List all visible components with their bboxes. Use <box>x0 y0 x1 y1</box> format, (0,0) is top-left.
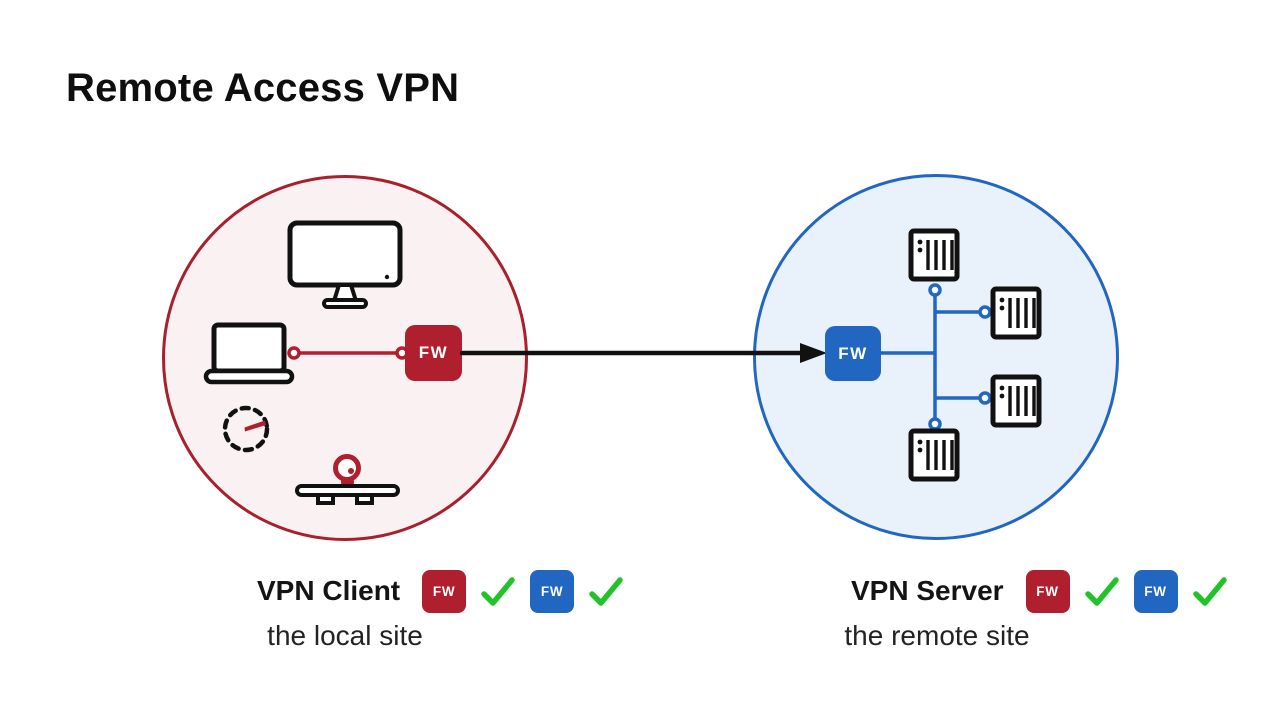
firewall-label: FW <box>1036 583 1059 599</box>
vpn-tunnel-arrow <box>460 343 827 363</box>
client-firewall-box: FW <box>405 325 462 381</box>
gauge-icon <box>222 405 270 453</box>
checkmark-icon <box>481 577 515 606</box>
fw-red-badge: FW <box>1025 569 1070 613</box>
server-network-bus <box>880 283 992 431</box>
checkmark-icon <box>1192 577 1227 606</box>
monitor-icon <box>287 220 403 309</box>
page-title: Remote Access VPN <box>66 66 460 110</box>
checkmark-icon <box>1084 577 1119 606</box>
fw-blue-badge: FW <box>530 569 575 613</box>
firewall-label: FW <box>838 343 868 363</box>
client-site-subtitle: the local site <box>267 620 423 651</box>
client-site-label-row: VPN Client FW FW <box>257 568 624 614</box>
firewall-label: FW <box>432 583 456 599</box>
server-icon <box>990 374 1042 428</box>
fw-blue-badge: FW <box>1133 569 1178 613</box>
server-icon <box>908 428 960 482</box>
laptop-icon <box>203 322 295 385</box>
server-site-name: VPN Server <box>851 575 1004 606</box>
server-site-label-row: VPN Server FW FW <box>851 568 1228 614</box>
server-firewall-box: FW <box>825 326 881 381</box>
server-icon <box>990 286 1042 340</box>
client-link-line <box>287 346 409 360</box>
checkmark-icon <box>589 577 623 606</box>
firewall-label: FW <box>540 583 564 599</box>
server-site-subtitle: the remote site <box>844 620 1030 651</box>
server-icon <box>908 228 960 282</box>
firewall-label: FW <box>418 343 449 362</box>
webcam-shelf-icon <box>295 454 400 505</box>
fw-red-badge: FW <box>422 569 467 613</box>
firewall-label: FW <box>1144 583 1167 599</box>
client-site-name: VPN Client <box>257 575 401 606</box>
